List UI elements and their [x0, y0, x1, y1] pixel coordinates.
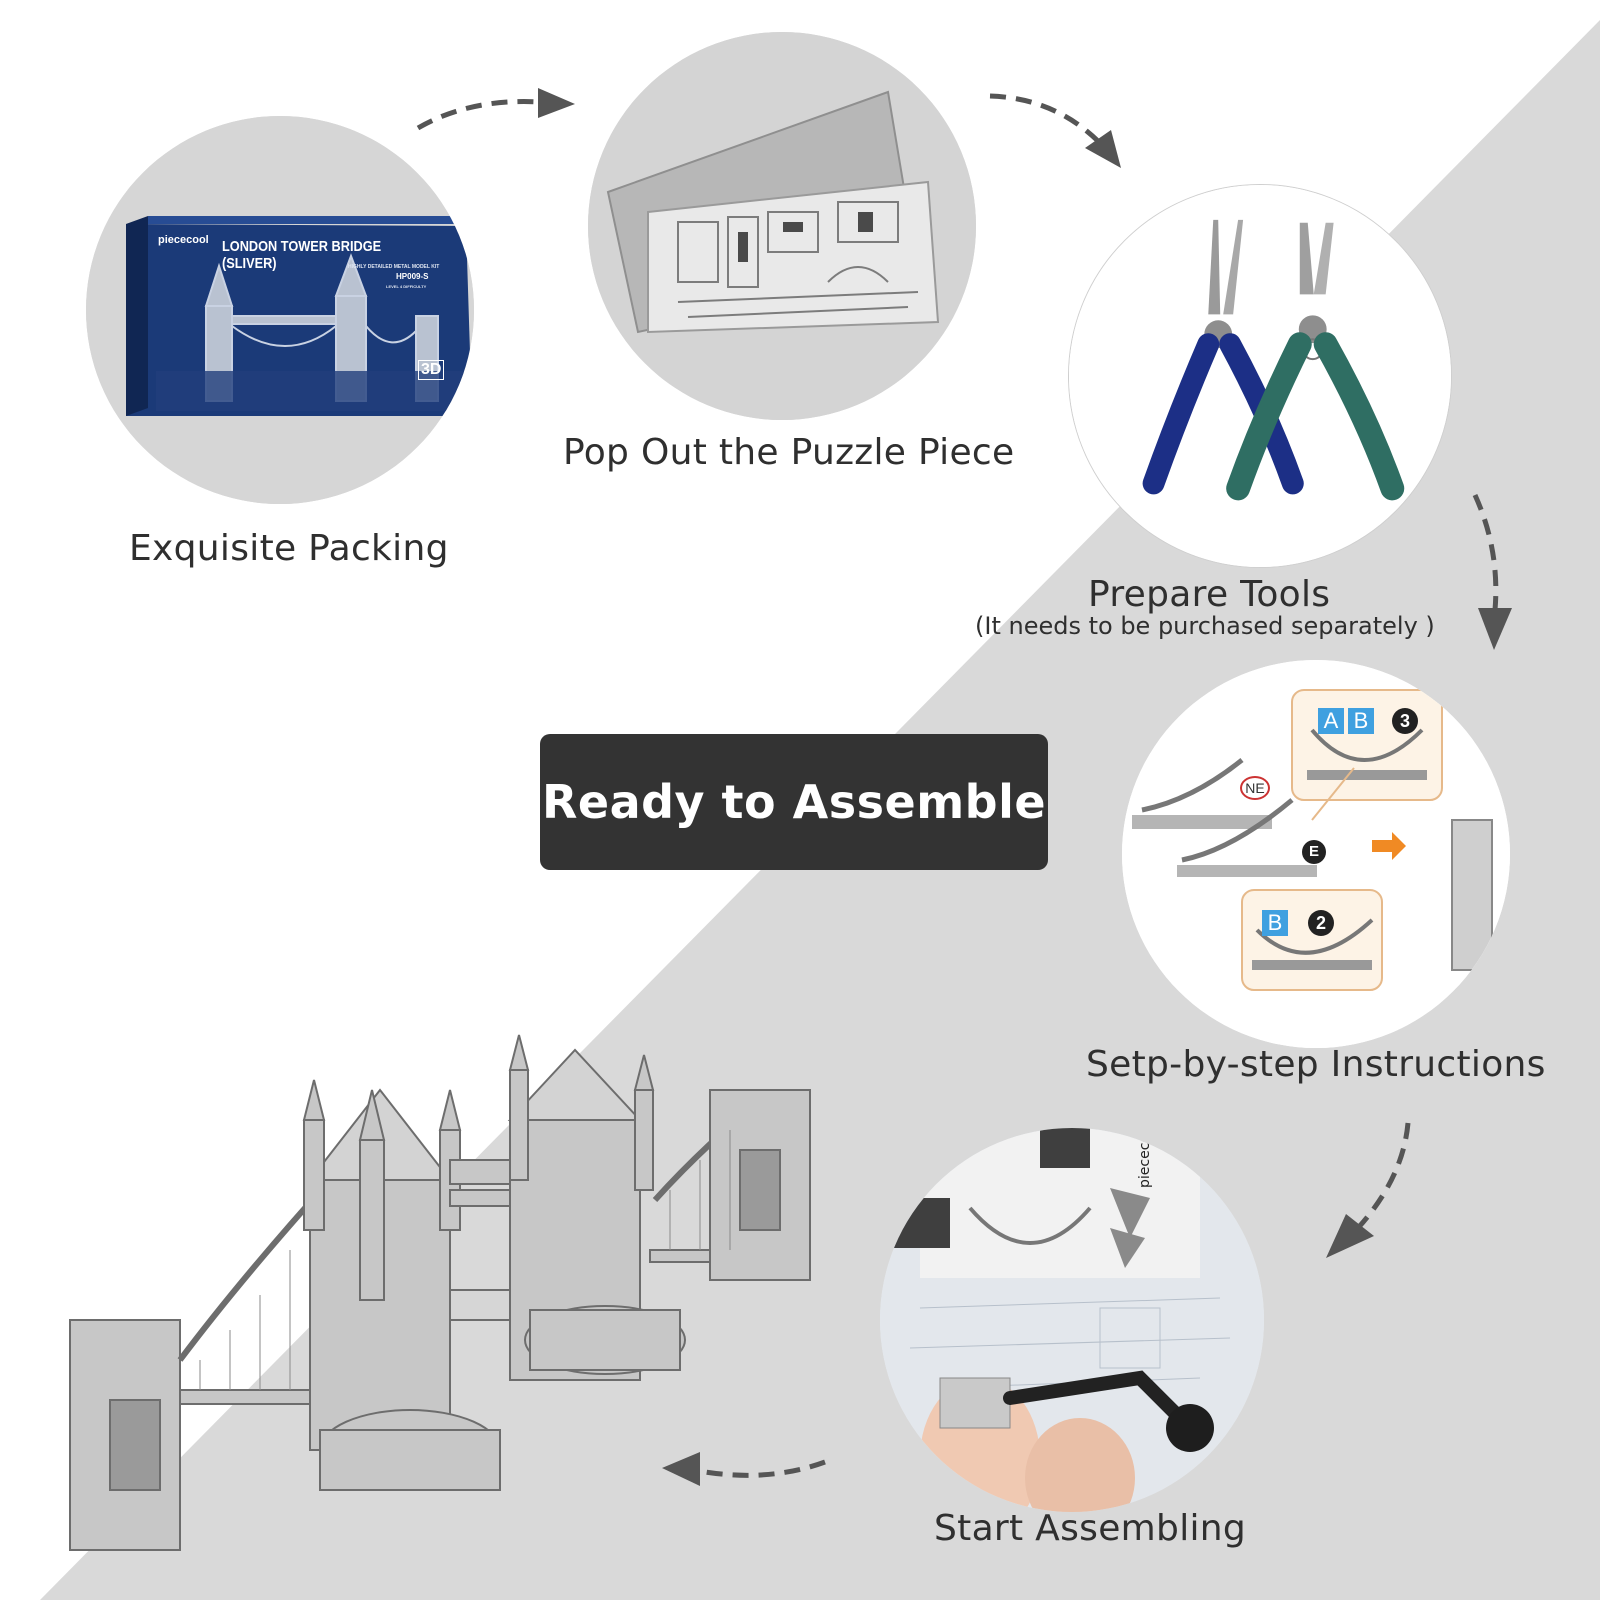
instr-num-3: 3 [1392, 708, 1418, 734]
arrow-tools-to-instructions [1472, 493, 1512, 650]
instr-label-ne: NE [1240, 776, 1270, 800]
box-subtitle: HIGHLY DETAILED METAL MODEL KIT [348, 264, 440, 270]
instr-label-b: B [1348, 708, 1374, 734]
instr-label-b2: B [1262, 910, 1288, 936]
tools-image [1068, 184, 1452, 568]
packing-caption: Exquisite Packing [129, 528, 449, 569]
puzzle-sheet-image [588, 32, 976, 420]
assembled-model-image [69, 1034, 811, 1551]
box-3d-badge: 3D [418, 360, 445, 380]
arrow-instructions-to-assembling [1326, 1122, 1411, 1258]
instructions-image: A B 3 NE E B 2 [1122, 660, 1510, 1048]
arrow-packing-to-popout [416, 88, 575, 131]
arrow-popout-to-tools [989, 93, 1121, 168]
box-model: HP009-S [396, 272, 429, 281]
pop-out-caption: Pop Out the Puzzle Piece [563, 432, 1015, 473]
box-level: LEVEL 4 DIFFICULTY [386, 284, 427, 289]
box-brand: piececool [158, 234, 209, 246]
packing-image: piececool LONDON TOWER BRIDGE (SLIVER) H… [86, 116, 474, 504]
tools-caption: Prepare Tools [1088, 574, 1331, 615]
box-title: LONDON TOWER BRIDGE (SLIVER) [222, 238, 382, 272]
instructions-caption: Setp-by-step Instructions [1086, 1044, 1546, 1085]
instr-label-a: A [1318, 708, 1344, 734]
tools-subcaption: (It needs to be purchased separately ) [975, 612, 1435, 640]
assembling-caption: Start Assembling [934, 1508, 1247, 1549]
instr-label-e: E [1302, 840, 1326, 864]
sheet-brand: piececool 拼酷 [1137, 1128, 1153, 1188]
ready-to-assemble-badge: Ready to Assemble [540, 734, 1048, 870]
assembling-image: piececool 拼酷 [880, 1128, 1264, 1512]
instr-num-2: 2 [1308, 910, 1334, 936]
arrow-assembling-to-model [662, 1452, 826, 1486]
